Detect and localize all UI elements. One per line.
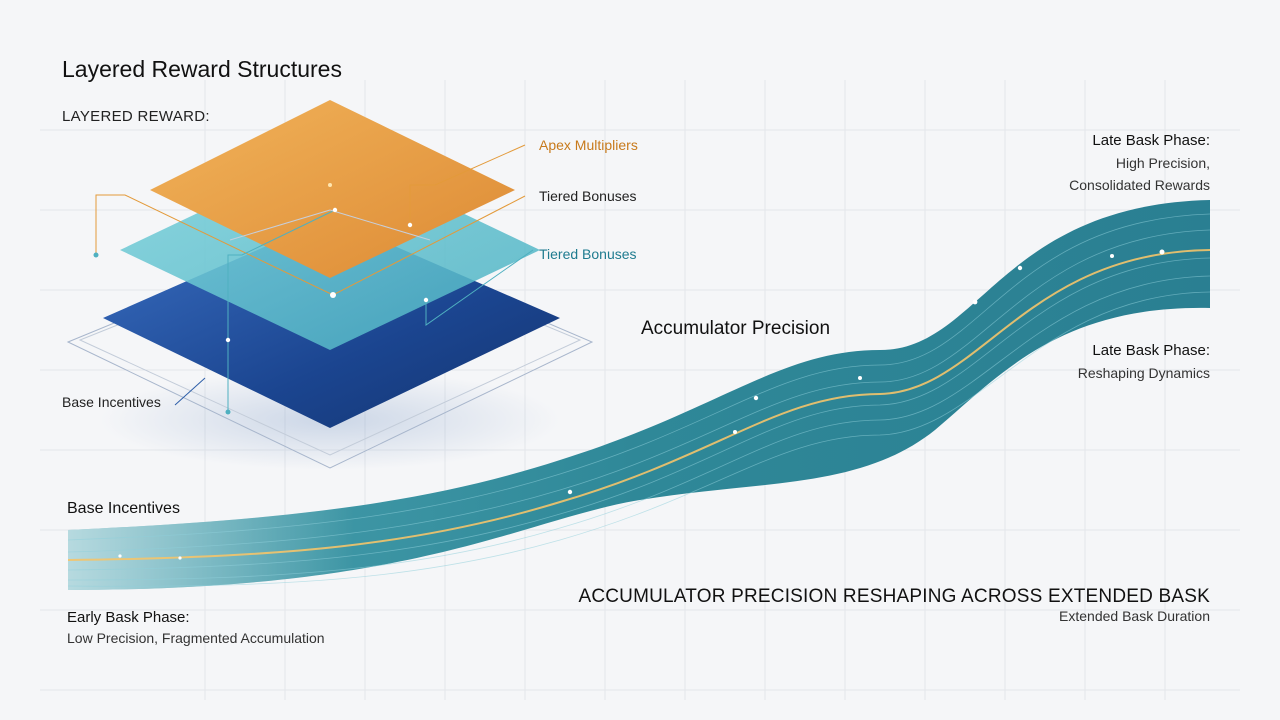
late-bask-phase-top: Late Bask Phase: High Precision, Consoli… — [1069, 130, 1210, 196]
base-incentives-wave-label: Base Incentives — [67, 500, 180, 517]
section-label: LAYERED REWARD: — [62, 108, 210, 125]
apex-connector — [409, 144, 526, 225]
inner-guides — [229, 209, 431, 241]
tier-top-connector — [95, 194, 526, 296]
tier-mid-connector — [227, 209, 534, 412]
base-connector — [174, 377, 206, 406]
tiered-bonuses-label-mid: Tiered Bonuses — [539, 246, 637, 262]
base-incentives-stack-label: Base Incentives — [62, 394, 161, 410]
late-bask-top-sub2: Consolidated Rewards — [1069, 177, 1210, 193]
apex-multipliers-label: Apex Multipliers — [539, 137, 638, 153]
connector-nodes — [93, 183, 429, 415]
page-title: Layered Reward Structures — [62, 56, 342, 82]
ribbon-sparkles — [118, 249, 1165, 560]
ribbon-fibers — [67, 213, 1211, 587]
footer-title: ACCUMULATOR PRECISION RESHAPING ACROSS E… — [578, 586, 1210, 607]
early-bask-sub: Low Precision, Fragmented Accumulation — [67, 630, 325, 646]
apex-layer — [150, 100, 515, 278]
late-bask-top-sub1: High Precision, — [1115, 155, 1210, 171]
early-bask-phase: Early Bask Phase: Low Precision, Fragmen… — [67, 608, 325, 648]
accumulator-precision-label: Accumulator Precision — [641, 318, 831, 339]
late-bask-phase-mid: Late Bask Phase: Reshaping Dynamics — [1078, 340, 1210, 384]
ribbon-fade — [68, 200, 1210, 590]
tiered-bonuses-label-top: Tiered Bonuses — [539, 188, 637, 204]
late-bask-mid-title: Late Bask Phase: — [1092, 342, 1210, 359]
late-bask-mid-sub: Reshaping Dynamics — [1077, 365, 1210, 381]
late-bask-top-title: Late Bask Phase: — [1092, 132, 1210, 149]
early-bask-title: Early Bask Phase: — [67, 609, 190, 626]
ribbon-core-glow — [67, 249, 1211, 561]
footer-subtitle: Extended Bask Duration — [1059, 608, 1210, 624]
